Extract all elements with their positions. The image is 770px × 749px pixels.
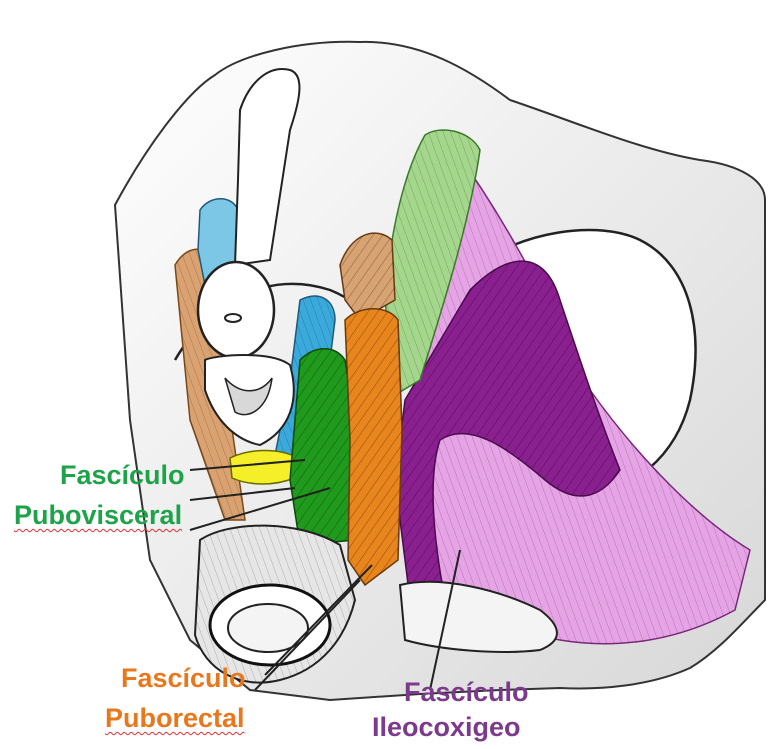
label-puborectal-line1: Fascículo [121,665,246,692]
label-puborectal-line2: Puborectal [105,705,245,732]
urethra-opening [198,262,274,358]
label-ileocoxigeo-line2: Ileocoxigeo [372,714,521,741]
label-ileocoxigeo-line1: Fascículo [404,679,529,706]
yellow-band [230,451,298,485]
label-pubovisceral-line2: Pubovisceral [14,502,182,529]
label-pubovisceral-line1: Fascículo [60,462,185,489]
